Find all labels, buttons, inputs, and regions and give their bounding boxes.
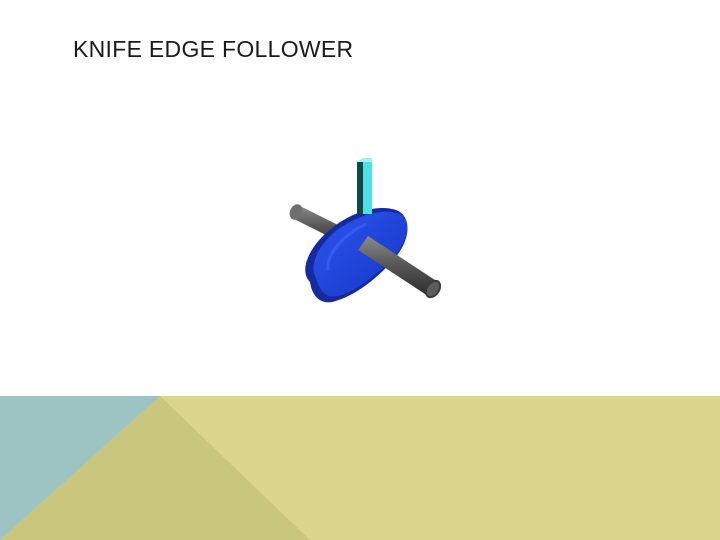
knife-edge-follower xyxy=(357,158,372,214)
slide-title: KNIFE EDGE FOLLOWER xyxy=(73,36,354,62)
footer-middle-triangle xyxy=(0,396,310,540)
knife-edge-follower-diagram xyxy=(289,158,442,303)
cam xyxy=(305,208,408,303)
shaft-front xyxy=(358,236,442,299)
decorative-footer-band xyxy=(0,396,720,540)
